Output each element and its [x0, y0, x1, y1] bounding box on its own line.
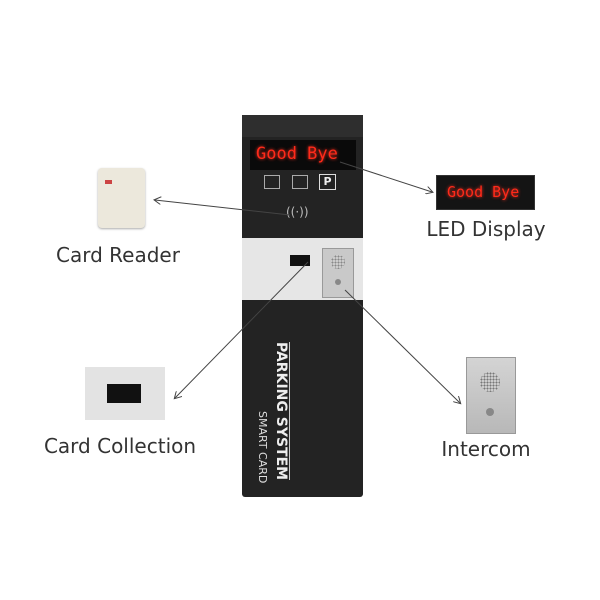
card-collection-image: [85, 367, 165, 420]
card-collection-arrow: [175, 261, 309, 398]
intercom-panel[interactable]: [322, 248, 354, 298]
led-display-text: Good Bye: [256, 144, 338, 164]
card-reader-arrow: [155, 200, 291, 216]
intercom-label: Intercom: [441, 437, 531, 461]
card-reader-image: [98, 168, 145, 228]
call-button[interactable]: [335, 279, 341, 285]
led-display-image: Good Bye: [436, 175, 535, 210]
car-icon: [264, 175, 280, 189]
led-display-arrow: [339, 161, 432, 192]
intercom-arrow: [344, 289, 460, 403]
intercom-image: [466, 357, 516, 434]
led-display-label: LED Display: [426, 217, 546, 241]
led-display-image-text: Good Bye: [447, 183, 520, 201]
front-panel: [242, 238, 363, 300]
rfid-icon: ((·)): [286, 205, 309, 219]
kiosk-body: Good Bye P ((·)) PARKING SYSTEM SMART CA…: [242, 115, 363, 497]
led-display-panel: Good Bye: [250, 140, 356, 170]
card-reader-label: Card Reader: [56, 243, 180, 267]
kiosk-top-cap: [242, 115, 363, 137]
barrier-icon: [292, 175, 308, 189]
speaker-grille-icon: [331, 255, 345, 269]
parking-p-icon: P: [319, 174, 336, 190]
card-slot[interactable]: [290, 255, 310, 266]
card-collection-label: Card Collection: [43, 434, 197, 458]
